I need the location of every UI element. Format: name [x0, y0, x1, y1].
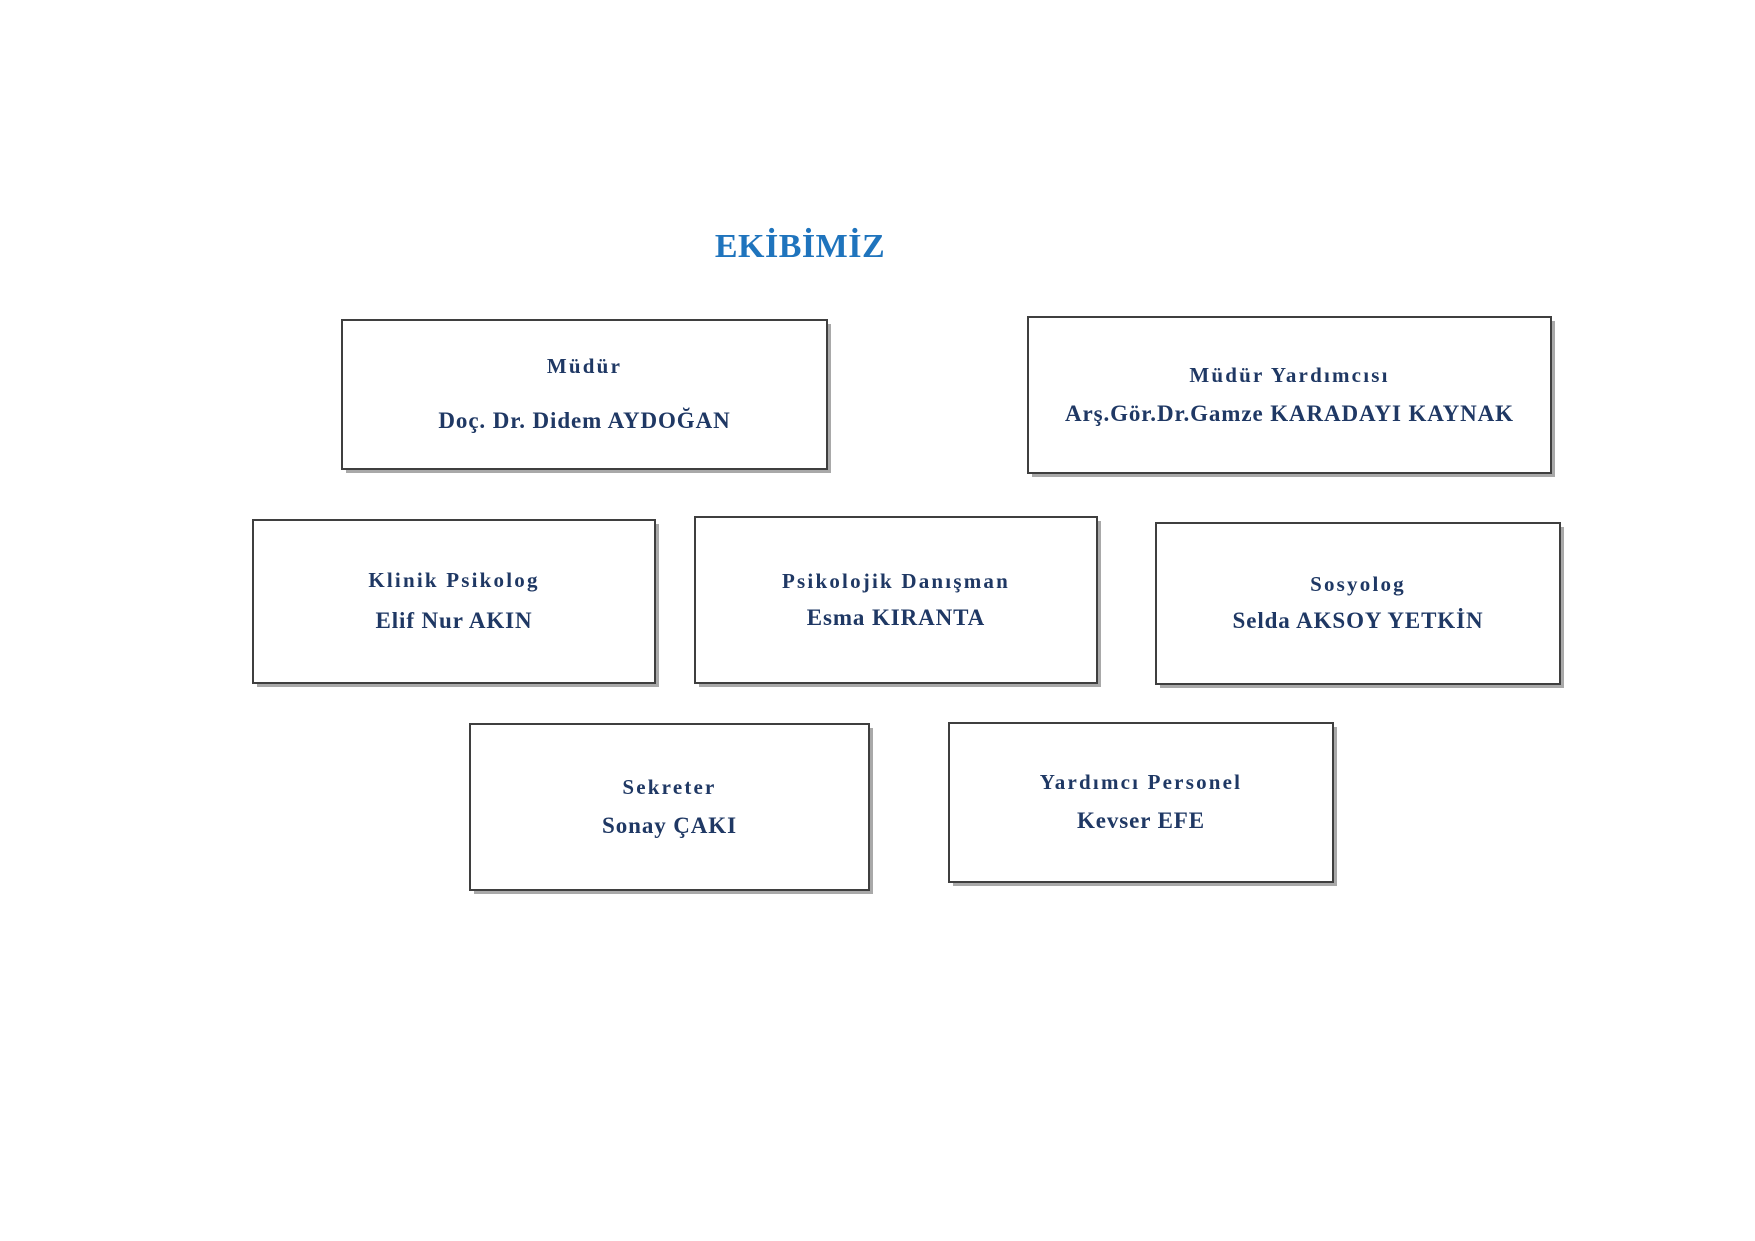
role-label: Müdür Yardımcısı	[1189, 362, 1390, 387]
role-label: Yardımcı Personel	[1039, 770, 1243, 794]
role-label: Sosyolog	[1310, 572, 1406, 596]
person-name: Doç. Dr. Didem AYDOĞAN	[438, 408, 731, 434]
team-card-mudur: Müdür Doç. Dr. Didem AYDOĞAN	[341, 319, 828, 470]
team-card-mudur-yardimcisi: Müdür Yardımcısı Arş.Gör.Dr.Gamze KARADA…	[1027, 316, 1552, 474]
person-name: Kevser EFE	[1076, 808, 1206, 834]
role-label: Psikolojik Danışman	[782, 568, 1010, 593]
person-name: Elif Nur AKIN	[375, 608, 533, 634]
page-title-text: EKİBİMİZ	[714, 228, 886, 265]
person-name: Selda AKSOY YETKİN	[1232, 608, 1484, 634]
person-name: Arş.Gör.Dr.Gamze KARADAYI KAYNAK	[1065, 401, 1514, 427]
team-card-sekreter: Sekreter Sonay ÇAKI	[469, 723, 870, 891]
role-label: Sekreter	[622, 774, 717, 799]
role-label: Klinik Psikolog	[368, 568, 540, 592]
person-name: Esma KIRANTA	[806, 604, 986, 630]
role-label: Müdür	[546, 354, 623, 378]
team-card-psikolojik-danisman: Psikolojik Danışman Esma KIRANTA	[694, 516, 1098, 684]
team-card-sosyolog: Sosyolog Selda AKSOY YETKİN	[1155, 522, 1561, 685]
team-card-yardimci-personel: Yardımcı Personel Kevser EFE	[948, 722, 1334, 883]
page-title: EKİBİMİZ	[0, 228, 1755, 266]
person-name: Sonay ÇAKI	[602, 812, 737, 838]
team-card-klinik-psikolog: Klinik Psikolog Elif Nur AKIN	[252, 519, 656, 684]
